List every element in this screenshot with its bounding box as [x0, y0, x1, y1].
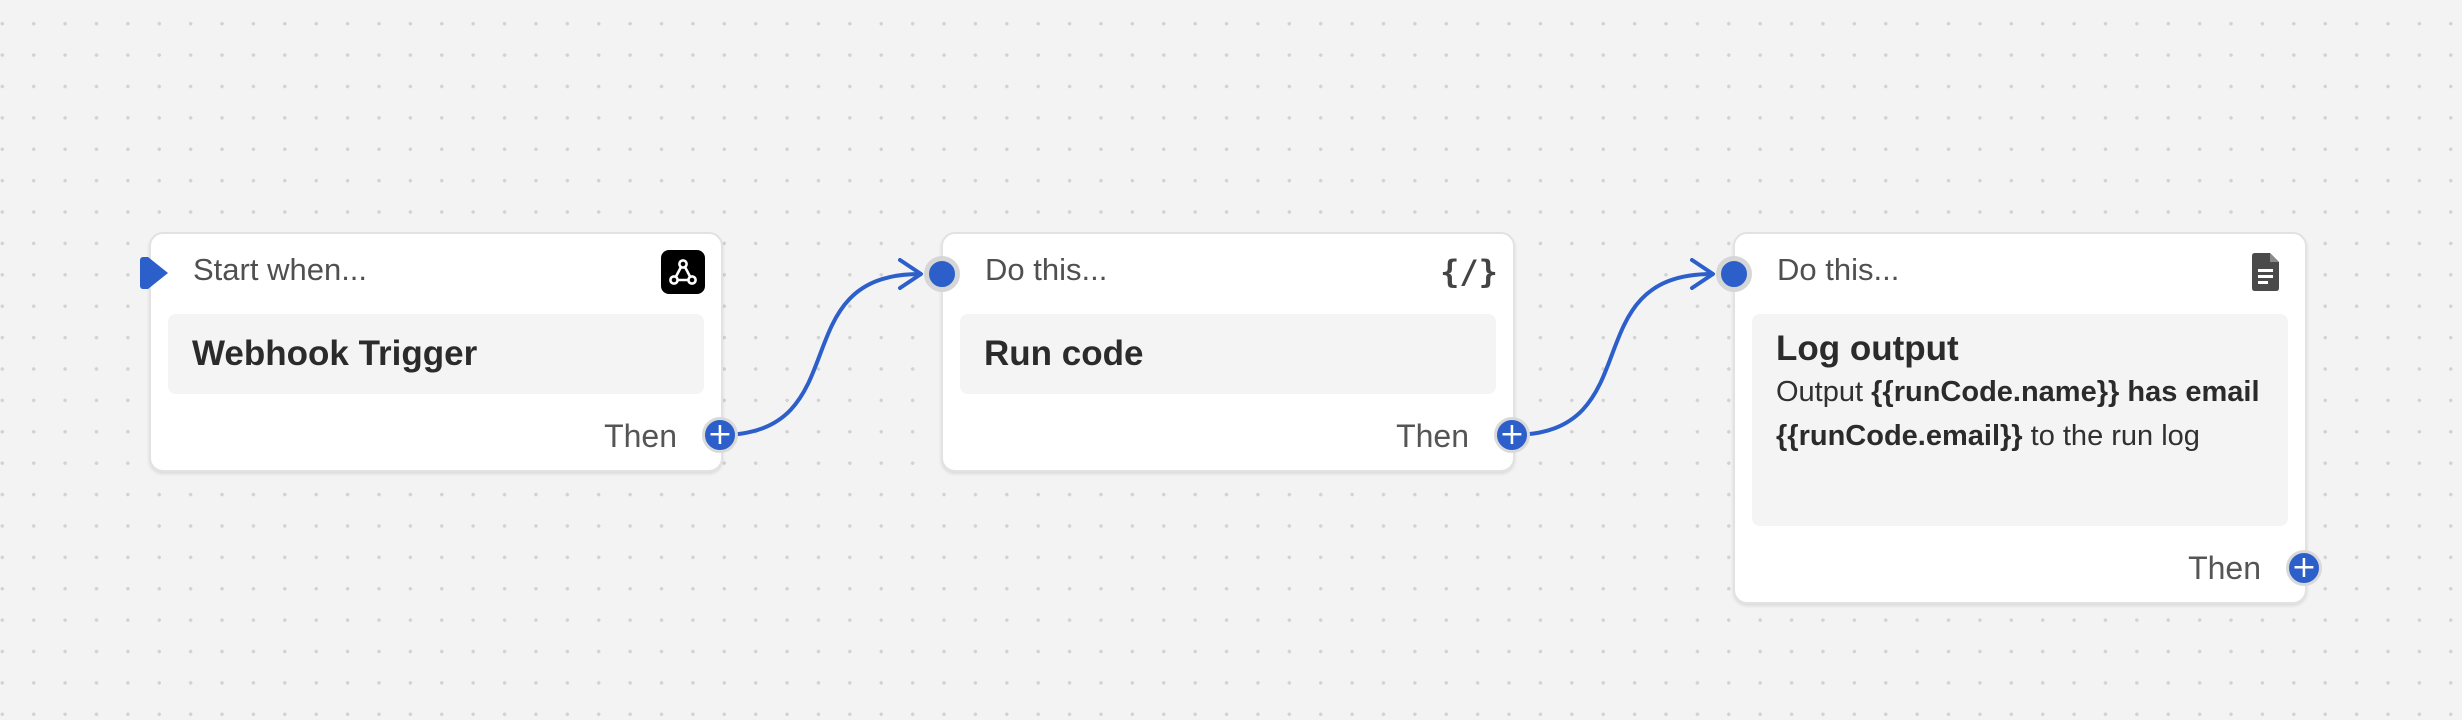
- run-code-input-handle[interactable]: [924, 256, 960, 292]
- node-body: Run code: [960, 314, 1496, 394]
- node-title: Run code: [984, 334, 1144, 373]
- node-title: Webhook Trigger: [192, 334, 478, 373]
- node-title: Log output: [1776, 329, 1959, 368]
- node-run-code[interactable]: Do this... {/} Run code Then: [941, 232, 1515, 472]
- node-log-output[interactable]: Do this... Log output Output {{runCode.n…: [1733, 232, 2307, 604]
- node-header: Do this...: [1777, 252, 1900, 287]
- then-label: Then: [2188, 550, 2261, 586]
- webhook-icon: [661, 250, 705, 294]
- then-label: Then: [1396, 418, 1469, 454]
- document-icon: [2243, 250, 2287, 294]
- then-label: Then: [604, 418, 677, 454]
- description-variables: {{runCode.name}} has email {{runCode.ema…: [1776, 376, 2260, 452]
- code-icon: {/}: [1440, 253, 1498, 291]
- connector-arrow-1: [898, 258, 923, 290]
- connector-arrow-2: [1690, 258, 1715, 290]
- description-text: to the run log: [2022, 420, 2200, 452]
- description-text: Output: [1776, 376, 1872, 408]
- connector-trigger-to-run-code: [718, 272, 922, 437]
- add-step-button-1[interactable]: +: [702, 417, 738, 453]
- log-output-input-handle[interactable]: [1716, 256, 1752, 292]
- node-body: Log output Output {{runCode.name}} has e…: [1752, 314, 2288, 526]
- node-header: Start when...: [193, 252, 368, 287]
- add-step-button-2[interactable]: +: [1494, 417, 1530, 453]
- connector-run-code-to-log: [1510, 272, 1714, 437]
- add-step-button-3[interactable]: +: [2286, 550, 2322, 586]
- trigger-start-handle-stem: [140, 257, 148, 289]
- trigger-start-handle: [148, 257, 168, 289]
- node-body: Webhook Trigger: [168, 314, 704, 394]
- node-header: Do this...: [985, 252, 1108, 287]
- node-webhook-trigger[interactable]: Start when... Webhook Trigger Then: [149, 232, 723, 472]
- node-description: Output {{runCode.name}} has email {{runC…: [1776, 370, 2264, 458]
